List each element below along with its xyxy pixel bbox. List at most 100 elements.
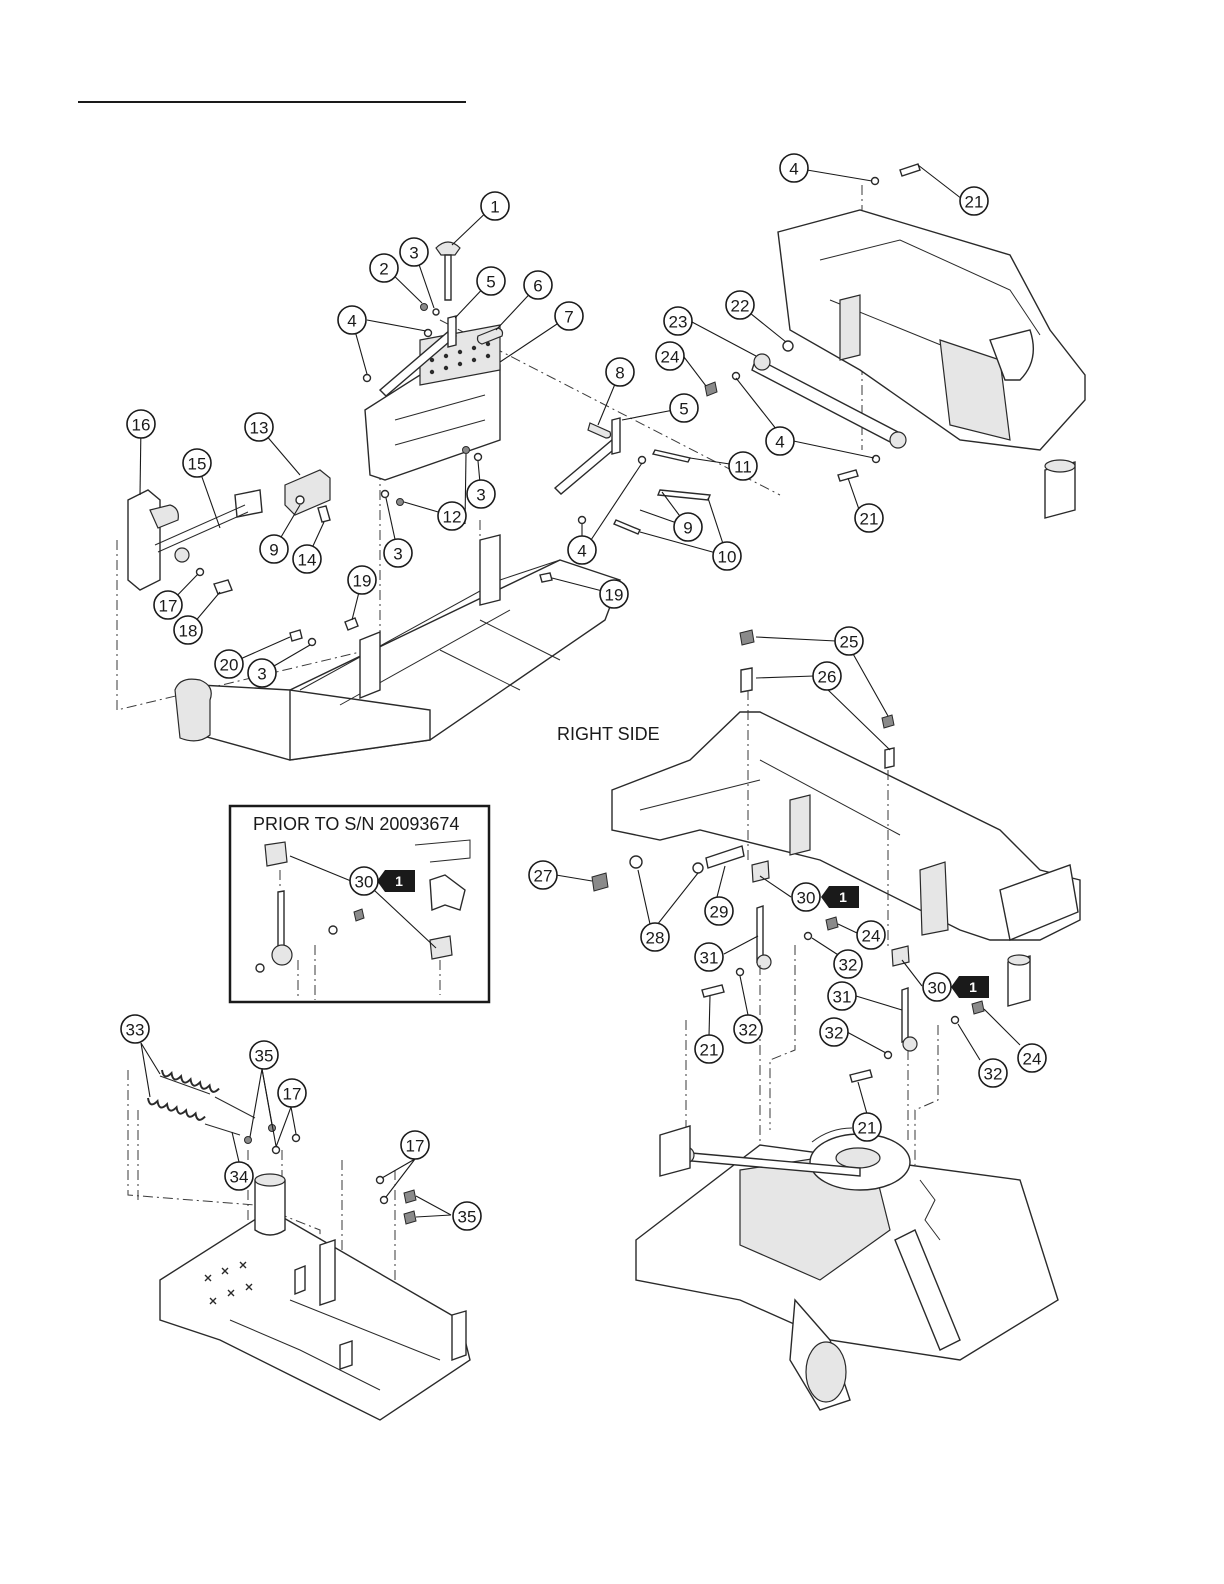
callout: 4 [338,306,366,334]
svg-text:28: 28 [646,929,665,948]
callout: 23 [664,307,692,335]
callout: 30 [923,973,951,1001]
callout: 35 [453,1202,481,1230]
callout: 24 [656,342,684,370]
callout: 24 [1018,1044,1046,1072]
svg-text:26: 26 [818,668,837,687]
callout: 22 [726,291,754,319]
svg-text:24: 24 [661,348,680,367]
note-flag: 1 [951,976,989,998]
svg-text:31: 31 [833,988,852,1007]
callout: 9 [674,513,702,541]
svg-text:2: 2 [379,260,388,279]
callout: 6 [524,271,552,299]
svg-text:32: 32 [984,1065,1003,1084]
svg-text:17: 17 [406,1137,425,1156]
svg-text:34: 34 [230,1168,249,1187]
svg-text:17: 17 [159,597,178,616]
svg-text:9: 9 [269,541,278,560]
callout: 29 [705,897,733,925]
svg-text:33: 33 [126,1021,145,1040]
svg-text:29: 29 [710,903,729,922]
callout: 20 [215,650,243,678]
callout: 25 [835,627,863,655]
callout: 15 [183,449,211,477]
callout: 32 [734,1015,762,1043]
svg-text:9: 9 [683,519,692,538]
svg-text:6: 6 [533,277,542,296]
svg-text:1: 1 [395,873,403,889]
svg-text:30: 30 [355,873,374,892]
svg-text:3: 3 [257,665,266,684]
svg-text:21: 21 [965,193,984,212]
svg-text:21: 21 [700,1041,719,1060]
callout: 21 [960,187,988,215]
svg-text:4: 4 [347,312,356,331]
svg-text:17: 17 [283,1085,302,1104]
callout: 13 [245,413,273,441]
callout: 14 [293,545,321,573]
svg-text:35: 35 [255,1047,274,1066]
svg-text:4: 4 [775,433,784,452]
callout: 3 [384,539,412,567]
svg-text:5: 5 [679,400,688,419]
svg-text:19: 19 [605,586,624,605]
callout: 17 [154,591,182,619]
callout: 32 [820,1018,848,1046]
callout: 30 [792,883,820,911]
callout: 31 [695,943,723,971]
svg-text:25: 25 [840,633,859,652]
callout: 5 [477,267,505,295]
spring-upper [160,1070,255,1118]
svg-text:4: 4 [577,542,586,561]
svg-text:31: 31 [700,949,719,968]
callout: 27 [529,861,557,889]
callout: 18 [174,616,202,644]
spring-lower [146,1098,240,1135]
svg-text:1: 1 [969,979,977,995]
callout: 3 [467,480,495,508]
callout: 30 [350,867,378,895]
note-flag: 1 [821,886,859,908]
svg-text:32: 32 [739,1021,758,1040]
callout: 19 [600,580,628,608]
svg-text:21: 21 [860,510,879,529]
callout: 21 [855,504,883,532]
svg-text:35: 35 [458,1208,477,1227]
callout: 31 [828,982,856,1010]
svg-text:10: 10 [718,548,737,567]
svg-text:5: 5 [486,273,495,292]
svg-text:24: 24 [862,927,881,946]
callout: 10 [713,542,741,570]
svg-text:30: 30 [928,979,947,998]
callout: 9 [260,535,288,563]
svg-text:11: 11 [734,458,752,477]
svg-text:12: 12 [443,508,462,527]
svg-text:7: 7 [564,308,573,327]
svg-text:1: 1 [839,889,847,905]
callout: 4 [780,154,808,182]
svg-text:4: 4 [789,160,798,179]
callout: 32 [834,950,862,978]
svg-text:22: 22 [731,297,750,316]
svg-text:3: 3 [476,486,485,505]
right-side-assembly: RIGHT SIDE [556,630,1080,1410]
right-side-label: RIGHT SIDE [557,724,660,744]
callout: 11 [729,452,757,480]
callout: 21 [695,1035,723,1063]
svg-text:1: 1 [490,198,499,217]
callout: 17 [401,1131,429,1159]
svg-text:30: 30 [797,889,816,908]
callout: 28 [641,923,669,951]
callout: 33 [121,1015,149,1043]
svg-text:23: 23 [669,313,688,332]
callout: 35 [250,1041,278,1069]
svg-text:27: 27 [534,867,553,886]
callout: 7 [555,302,583,330]
callout: 12 [438,502,466,530]
svg-text:16: 16 [132,416,151,435]
callout: 3 [248,659,276,687]
callout: 5 [670,394,698,422]
callout: 2 [370,254,398,282]
callout: 32 [979,1059,1007,1087]
